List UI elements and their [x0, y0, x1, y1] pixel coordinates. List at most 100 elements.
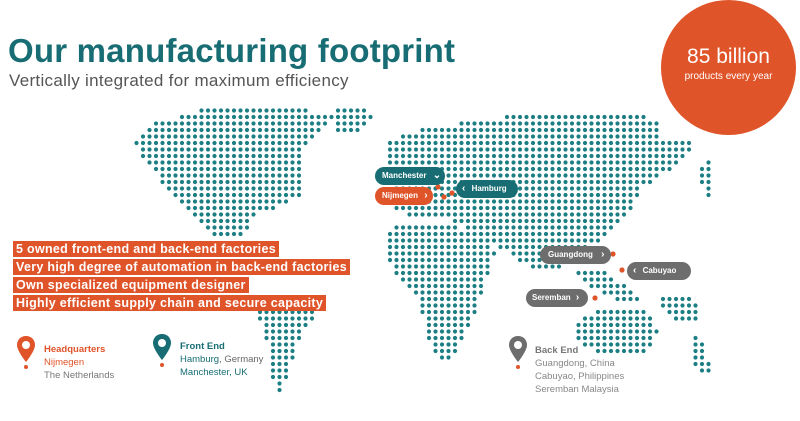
map-dot [589, 114, 594, 120]
map-dot [218, 114, 224, 120]
map-dot [530, 127, 536, 133]
map-dot [277, 199, 282, 204]
location-pill-guangdong[interactable]: Guangdong › [540, 246, 611, 264]
map-dot [231, 218, 237, 224]
map-dot [647, 335, 653, 341]
map-dot [673, 303, 679, 308]
map-dot [680, 303, 685, 308]
map-dot [355, 121, 360, 126]
map-dot [446, 192, 451, 198]
map-dot [706, 179, 711, 185]
map-dot [660, 303, 666, 308]
map-dot [608, 186, 614, 191]
map-dot [257, 140, 263, 146]
map-dot [654, 153, 659, 159]
location-pill-manchester[interactable]: Manchester ⌄ [375, 167, 445, 185]
map-dot [498, 231, 503, 237]
map-dot [283, 192, 289, 198]
map-dot [446, 329, 451, 334]
map-dot [465, 264, 471, 269]
map-dot [537, 192, 542, 198]
map-dot [342, 108, 347, 113]
map-dot [504, 231, 510, 237]
map-dot [199, 153, 204, 159]
map-dot [244, 121, 250, 126]
map-dot [290, 108, 295, 113]
map-dot [446, 335, 451, 341]
map-dot [459, 283, 464, 289]
map-dot [524, 251, 529, 256]
map-dot [192, 127, 198, 133]
map-dot [693, 316, 698, 321]
map-dot [589, 316, 594, 321]
map-dot [257, 127, 263, 133]
map-dot [472, 231, 477, 237]
map-dot [465, 303, 471, 308]
map-dot [667, 296, 672, 302]
map-dot [244, 212, 250, 217]
map-dot [147, 134, 152, 139]
location-pill-cabuyao[interactable]: ‹ Cabuyao [627, 262, 691, 280]
location-pill-nijmegen[interactable]: Nijmegen › [375, 187, 433, 205]
map-dot [524, 231, 529, 237]
map-dot [251, 121, 256, 126]
map-dot [270, 316, 276, 321]
map-dot [446, 316, 451, 321]
map-dot [270, 192, 276, 198]
legend-title: Front End [180, 341, 225, 352]
map-dot [556, 205, 562, 211]
map-dot [550, 134, 555, 139]
map-dot [478, 205, 484, 211]
map-dot [569, 140, 575, 146]
map-dot [277, 108, 282, 113]
location-pill-hamburg[interactable]: ‹ Hamburg [456, 180, 518, 198]
map-dot [582, 179, 588, 185]
map-dot [257, 108, 263, 113]
map-dot [407, 264, 412, 269]
map-dot [641, 335, 646, 341]
map-dot [517, 140, 523, 146]
map-dot [504, 160, 510, 165]
map-dot [595, 283, 601, 289]
map-dot [420, 251, 425, 256]
map-dot [543, 166, 549, 172]
map-dot [608, 277, 614, 282]
map-dot [517, 134, 523, 139]
map-dot [420, 283, 425, 289]
map-dot [615, 199, 620, 204]
map-dot [621, 173, 627, 178]
map-dot [238, 192, 243, 198]
map-dot [257, 173, 263, 178]
map-dot [706, 166, 711, 172]
map-dot [452, 303, 458, 308]
map-dot [400, 140, 406, 146]
map-dot [186, 114, 191, 120]
map-dot [602, 127, 607, 133]
map-dot [407, 147, 412, 152]
map-dot [244, 140, 250, 146]
map-dot [140, 147, 146, 152]
map-dot [693, 342, 698, 347]
map-dot [582, 153, 588, 159]
map-dot [387, 251, 393, 256]
map-dot [186, 173, 191, 178]
map-dot [205, 173, 211, 178]
map-dot [511, 238, 516, 243]
map-dot [465, 257, 471, 263]
map-dot [465, 147, 471, 152]
map-dot [621, 322, 627, 328]
map-dot [556, 225, 562, 230]
map-dot [179, 192, 185, 198]
map-dot [634, 186, 640, 191]
map-dot [270, 329, 276, 334]
map-dot [550, 218, 555, 224]
map-dot [511, 244, 516, 250]
map-dot [426, 251, 432, 256]
map-dot [478, 160, 484, 165]
map-dot [446, 296, 451, 302]
location-pill-seremban[interactable]: Seremban › [526, 289, 588, 307]
map-dot [426, 231, 432, 237]
map-dot [199, 160, 204, 165]
map-dot [290, 114, 295, 120]
map-dot [439, 140, 445, 146]
